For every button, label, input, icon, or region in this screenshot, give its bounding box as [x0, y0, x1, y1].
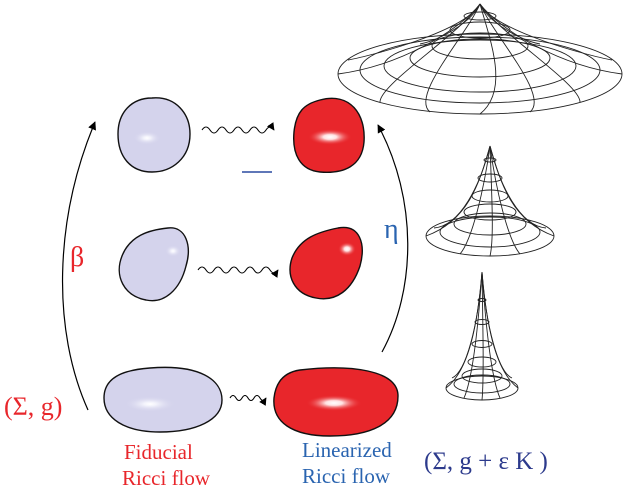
eta-label: η: [384, 214, 399, 245]
wavy-arrow-bottom: [229, 394, 267, 406]
fiducial-blob-bottom: [103, 366, 223, 433]
beta-arrow: [62, 121, 96, 411]
linearized-flow-label-line2: Ricci flow: [302, 464, 391, 488]
wavy-arrow-middle: [197, 266, 279, 278]
linearized-blob-top: [293, 97, 365, 173]
initial-data-label: (Σ, g): [4, 392, 63, 421]
wavy-arrow-top: [201, 122, 275, 134]
perturbed-data-label: (Σ, g + ε K ): [424, 448, 548, 475]
eta-arrow: [377, 124, 409, 353]
fiducial-blob-middle: [118, 227, 189, 302]
fiducial-flow-label-line1: Fiducial: [124, 440, 193, 464]
linearized-flow-label-line1: Linearized: [302, 438, 392, 462]
wireframe-surface-wide: [337, 3, 623, 115]
fiducial-blob-top: [117, 97, 191, 173]
fiducial-flow-label-line2: Ricci flow: [122, 466, 211, 490]
wireframe-surface-spike: [445, 271, 519, 401]
linearized-blob-bottom: [273, 367, 399, 437]
linearized-blob-middle: [289, 226, 363, 300]
wireframe-surface-bell: [425, 145, 555, 257]
beta-label: β: [70, 242, 85, 273]
